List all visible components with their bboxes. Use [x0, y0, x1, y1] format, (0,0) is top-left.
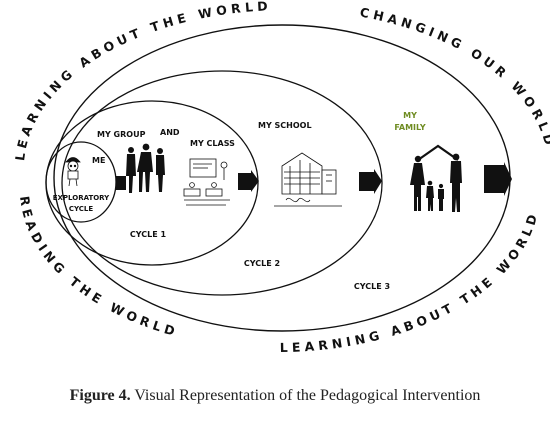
arc-bottom-right: LEARNING ABOUT THE WORLD: [280, 209, 541, 355]
caption-text: Visual Representation of the Pedagogical…: [130, 387, 481, 404]
label-my-class: MY CLASS: [190, 139, 235, 148]
family-silhouettes-icon: [410, 144, 462, 212]
arrow-3: [359, 169, 382, 194]
label-cycle-3: CYCLE 3: [354, 282, 390, 291]
label-cycle-2: CYCLE 2: [244, 259, 280, 268]
figure-caption: Figure 4. Visual Representation of the P…: [0, 387, 550, 405]
cycle3-ellipse: [61, 70, 383, 296]
cycle1-ellipse: [45, 100, 259, 266]
label-me: ME: [92, 156, 105, 165]
label-cycle-1: CYCLE 1: [130, 230, 167, 239]
label-my-school: MY SCHOOL: [258, 121, 312, 130]
group-silhouettes-icon: [126, 143, 165, 193]
arrow-2: [238, 170, 259, 192]
label-my-group: MY GROUP: [97, 130, 146, 139]
caption-label: Figure 4.: [69, 387, 131, 404]
child-icon: [65, 157, 81, 187]
school-building-icon: [274, 152, 342, 207]
label-and: AND: [160, 128, 180, 137]
label-family: FAMILY: [394, 123, 426, 132]
pedagogical-diagram: ME EXPLORATORY CYCLE MY GROUP AND MY CLA…: [12, 0, 550, 355]
label-exploratory: EXPLORATORY: [53, 194, 110, 202]
arrow-1: [116, 176, 126, 190]
label-exploratory-cycle: CYCLE: [69, 205, 94, 213]
arrow-4: [484, 162, 512, 196]
classroom-icon: [183, 158, 230, 206]
label-my: MY: [403, 111, 417, 120]
